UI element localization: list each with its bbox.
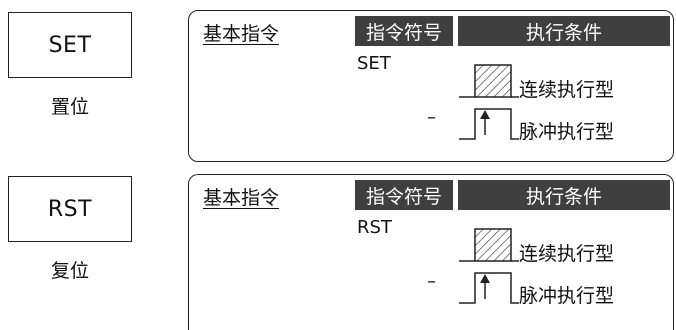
symbol-header: 指令符号 <box>355 16 453 46</box>
up-arrow-icon <box>480 110 490 119</box>
set-caption: 置位 <box>50 96 89 118</box>
basic-instruction-label: 基本指令 <box>203 187 280 209</box>
symbol-header: 指令符号 <box>355 180 453 210</box>
set-mnemonic: SET <box>48 32 92 58</box>
rst-caption: 复位 <box>50 260 89 282</box>
symbol-value: RST <box>357 217 392 238</box>
continuous-execution-waveform <box>459 64 519 98</box>
basic-instruction-label: 基本指令 <box>203 23 280 45</box>
symbol-value: SET <box>357 53 391 74</box>
pulse-symbol-dash: – <box>427 107 436 128</box>
condition-header: 执行条件 <box>458 16 670 46</box>
rst-instruction-table: 基本指令 指令符号 执行条件 RST – 连续执行型 脉冲执行型 <box>188 174 674 330</box>
pulse-execution-waveform <box>459 108 519 140</box>
execution-condition-diagram <box>459 228 519 304</box>
rst-mnemonic: RST <box>47 196 93 222</box>
continuous-execution-label: 连续执行型 <box>519 243 615 265</box>
continuous-execution-waveform <box>459 228 519 262</box>
continuous-execution-label: 连续执行型 <box>519 79 615 101</box>
pulse-symbol-dash: – <box>427 271 436 292</box>
condition-header: 执行条件 <box>458 180 670 210</box>
set-instruction-table: 基本指令 指令符号 执行条件 SET – 连续执行型 脉冲执行型 <box>188 10 674 162</box>
pulse-execution-waveform <box>459 272 519 304</box>
execution-condition-diagram <box>459 64 519 140</box>
pulse-execution-label: 脉冲执行型 <box>519 121 615 143</box>
rst-instruction-box: RST <box>8 176 132 242</box>
set-instruction-box: SET <box>8 12 132 78</box>
pulse-execution-label: 脉冲执行型 <box>519 285 615 307</box>
up-arrow-icon <box>480 274 490 283</box>
